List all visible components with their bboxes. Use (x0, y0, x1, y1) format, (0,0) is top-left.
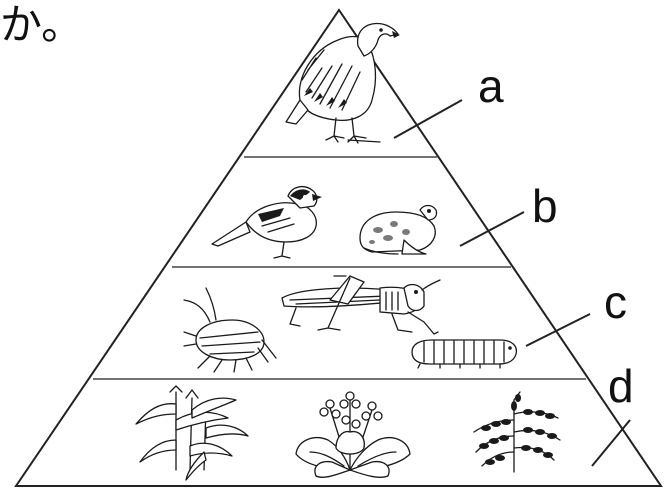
level-label-a: a (478, 60, 504, 112)
level-label-b: b (532, 180, 558, 232)
level-label-d: d (608, 360, 634, 412)
leader-line-d (592, 420, 630, 466)
question-text-fragment: か。 (0, 4, 83, 46)
fern-plant-illustration (474, 392, 560, 472)
sparrow-illustration (212, 187, 322, 258)
leader-line-c (526, 314, 590, 346)
leader-line-b (460, 212, 524, 246)
eagle-illustration (286, 23, 400, 143)
flowering-herb-illustration (296, 392, 410, 477)
aphid-illustration (184, 288, 276, 372)
grasshopper-illustration (282, 276, 440, 334)
frog-illustration (360, 206, 437, 255)
corn-plant-illustration (136, 386, 248, 480)
level-label-c: c (604, 276, 627, 328)
caterpillar-illustration (412, 340, 516, 368)
